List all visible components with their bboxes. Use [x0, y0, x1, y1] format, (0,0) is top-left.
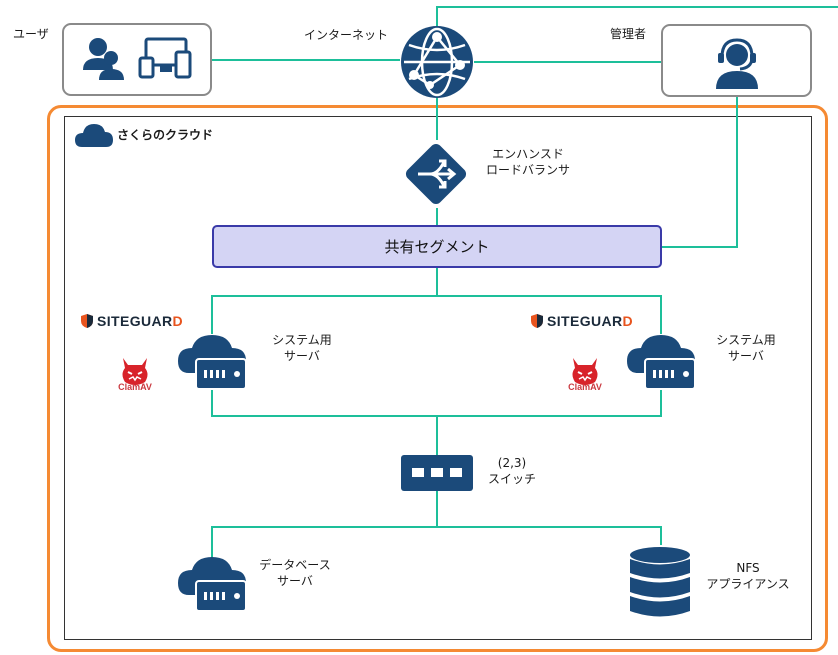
siteguard-logo: SITEGUARD [530, 312, 633, 330]
devices-icon [138, 37, 192, 79]
clamav-wordmark: ClamAV [568, 382, 602, 392]
clamav-icon: ClamAV [568, 358, 602, 392]
operator-icon [716, 38, 758, 89]
siteguard-logo-d: D [622, 313, 634, 329]
system-server-label-line2: サーバ [728, 349, 764, 363]
switch-icon [401, 455, 473, 491]
database-server-label-line2: サーバ [277, 574, 313, 588]
load-balancer-icon [405, 143, 467, 205]
servers-switch-line [211, 390, 662, 417]
load-balancer-label-line1: エンハンスド [492, 147, 564, 161]
siteguard-logo-text: SITEGUAR [547, 313, 623, 329]
cloud-icon [75, 124, 113, 147]
load-balancer-label: エンハンスド ロードバランサ [478, 146, 578, 178]
cloud-label: さくらのクラウド [117, 128, 214, 142]
shared-segment: 共有セグメント [212, 225, 662, 268]
shared-segment-label: 共有セグメント [384, 238, 490, 256]
database-server-label-line1: データベース [259, 558, 331, 572]
clamav-wordmark: ClamAV [118, 382, 152, 392]
database-server-label: データベース サーバ [250, 557, 340, 589]
segment-server-right-line [437, 295, 662, 334]
database-icon [630, 547, 690, 617]
user-group-icon [83, 38, 124, 80]
user-label: ユーザ [13, 27, 49, 41]
nfs-appliance-label-line2: アプライアンス [706, 577, 790, 591]
siteguard-shield-icon [531, 314, 543, 328]
siteguard-logo-text: SITEGUAR [97, 313, 173, 329]
siteguard-logo: SITEGUARD [80, 312, 183, 330]
system-server-label-line2: サーバ [284, 349, 320, 363]
server-icon [178, 557, 247, 612]
user-box [62, 23, 212, 96]
segment-servers-line [211, 268, 438, 334]
admin-segment-line [662, 97, 738, 248]
switch-label-line1: (2,3) [497, 456, 527, 470]
nfs-appliance-label-line1: NFS [736, 561, 760, 575]
load-balancer-label-line2: ロードバランサ [485, 163, 570, 177]
switch-storage-line [211, 526, 662, 560]
system-server-label-line1: システム用 [272, 333, 332, 347]
clamav-icon: ClamAV [118, 358, 152, 392]
admin-box [661, 24, 812, 97]
nfs-appliance-label: NFS アプライアンス [700, 560, 796, 592]
switch-label-line2: スイッチ [487, 472, 536, 486]
server-icon [178, 335, 247, 390]
internet-uplink-line [436, 6, 838, 26]
globe-icon [401, 26, 473, 98]
system-server-label: システム用 サーバ [706, 332, 786, 364]
system-server-label-line1: システム用 [716, 333, 776, 347]
system-server-label: システム用 サーバ [262, 332, 342, 364]
internet-label: インターネット [304, 28, 389, 42]
switch-label: (2,3) スイッチ [482, 455, 542, 487]
admin-label: 管理者 [610, 27, 647, 41]
server-icon [627, 335, 696, 390]
siteguard-shield-icon [81, 314, 93, 328]
siteguard-logo-d: D [172, 313, 184, 329]
